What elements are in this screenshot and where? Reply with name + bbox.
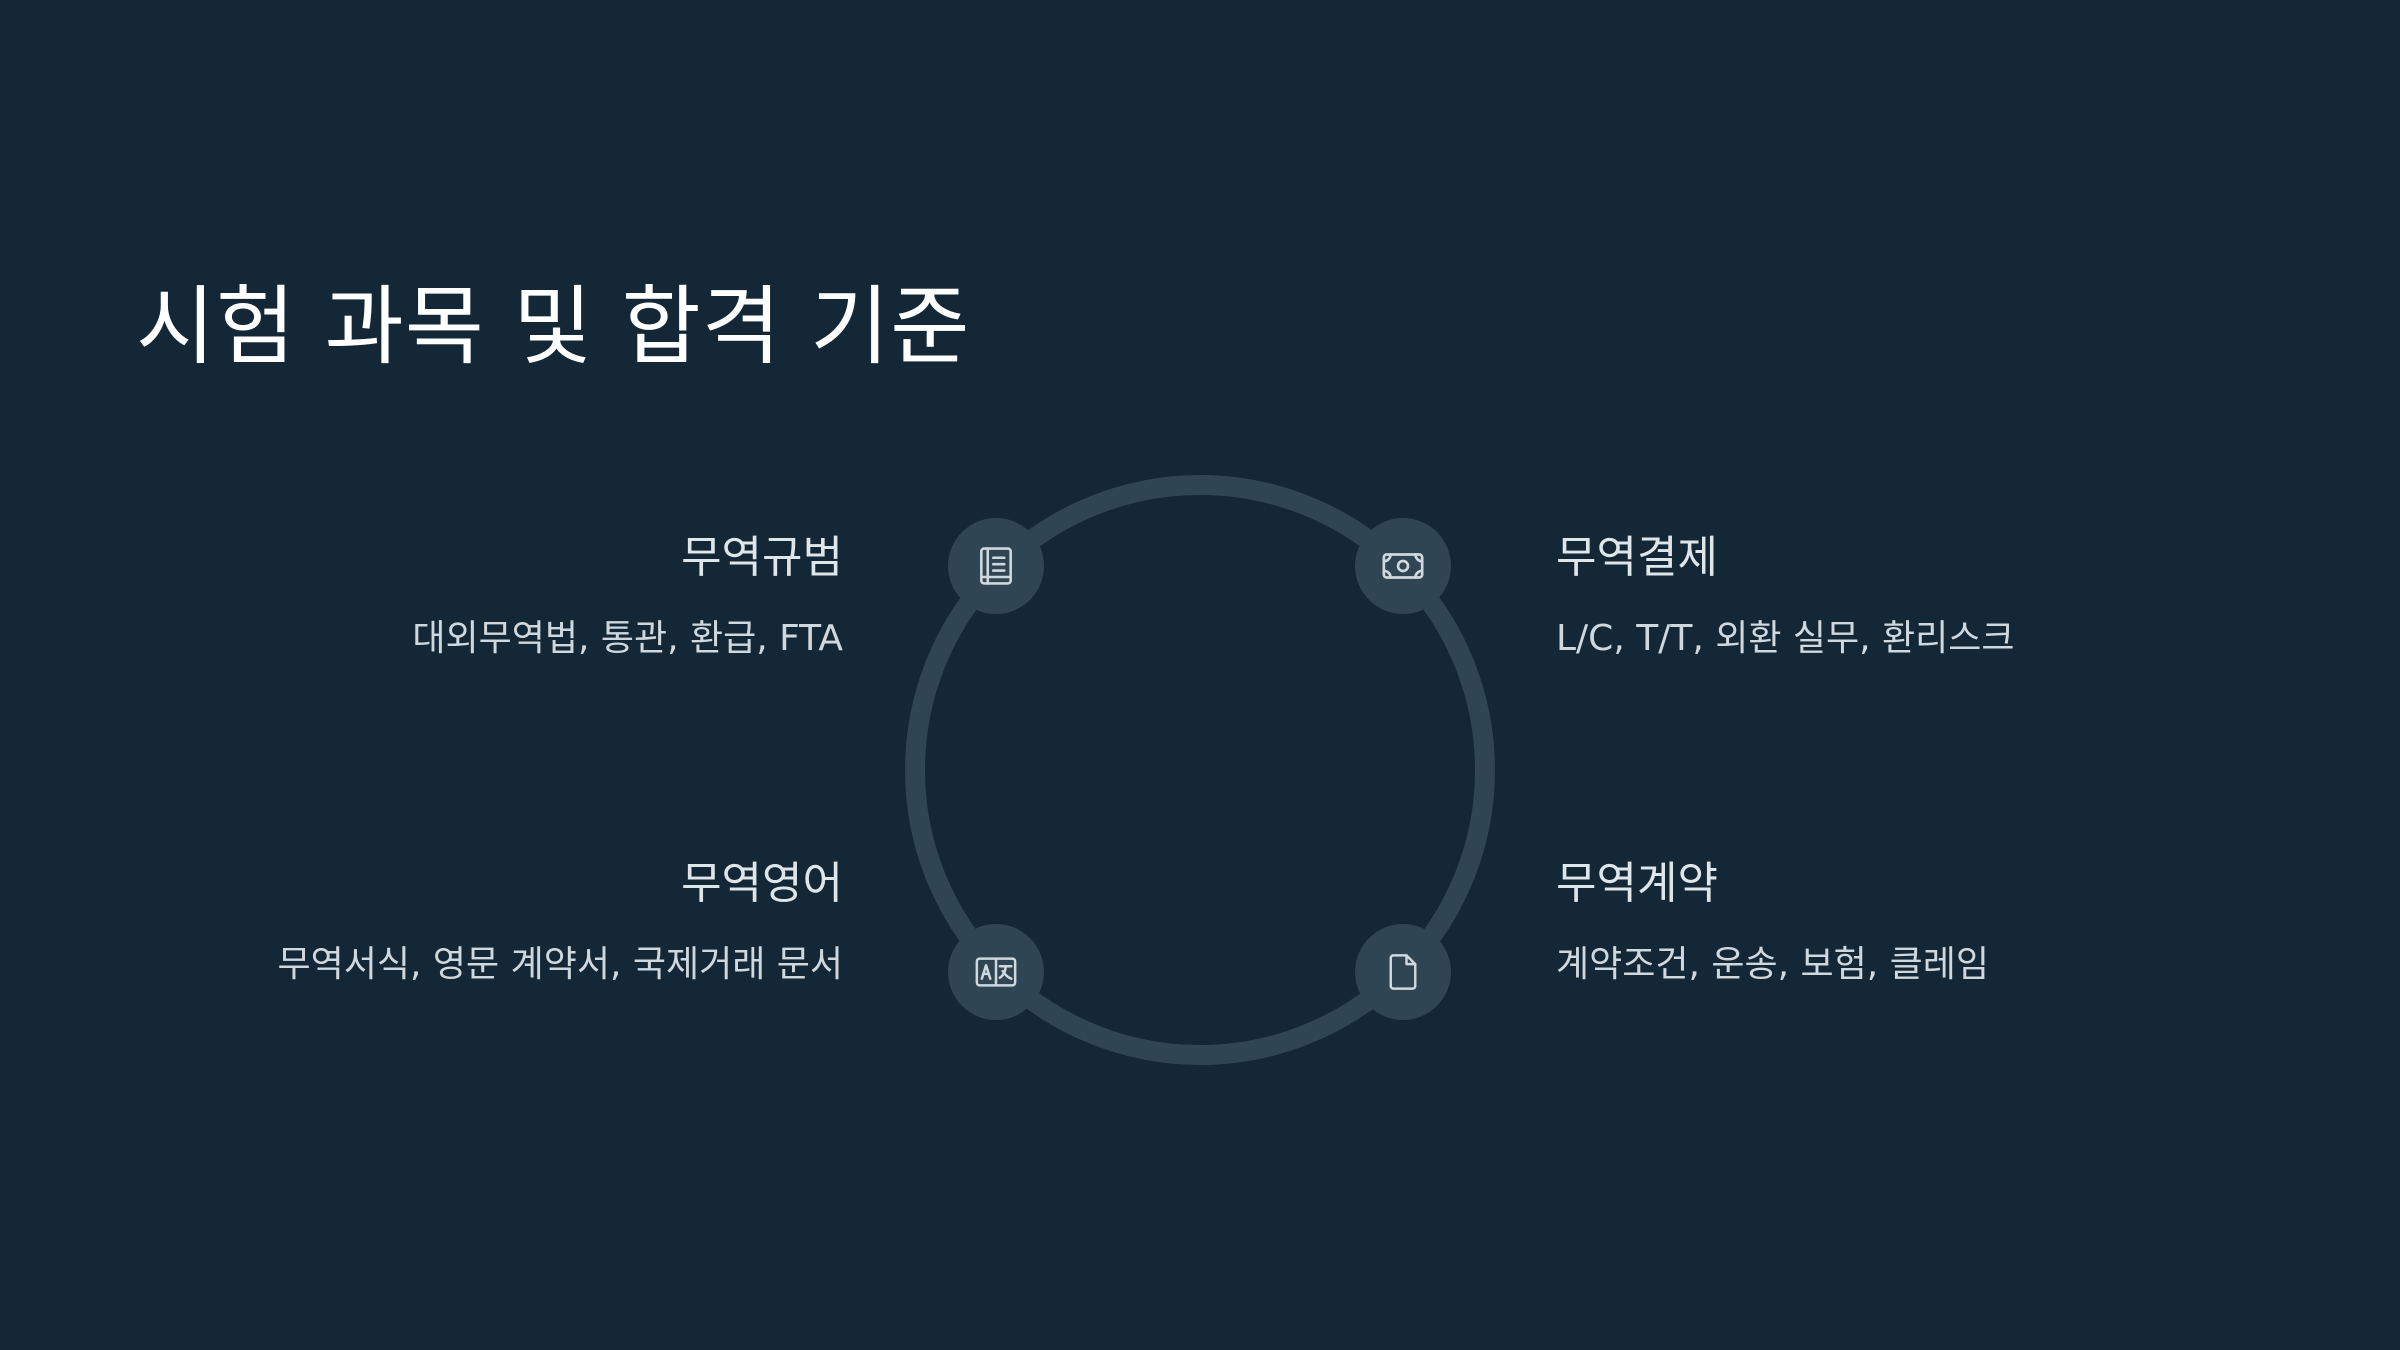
- subject-title: 무역영어: [681, 858, 843, 909]
- node-document: [1355, 924, 1451, 1020]
- subject-trade-regulations: 무역규범 대외무역법, 통관, 환급, FTA: [143, 532, 843, 660]
- subject-description: 계약조건, 운송, 보험, 클레임: [1556, 943, 1989, 985]
- subject-description: L/C, T/T, 외환 실무, 환리스크: [1556, 617, 2015, 659]
- book-icon: [974, 544, 1018, 588]
- subject-title: 무역규범: [681, 532, 843, 583]
- subject-description: 무역서식, 영문 계약서, 국제거래 문서: [277, 943, 843, 985]
- node-banknote: [1355, 518, 1451, 614]
- node-translate: [948, 924, 1044, 1020]
- ring-circle: [905, 475, 1495, 1065]
- document-icon: [1382, 951, 1424, 993]
- subject-description: 대외무역법, 통관, 환급, FTA: [412, 617, 843, 659]
- banknote-icon: [1380, 543, 1426, 589]
- slide-title: 시험 과목 및 합격 기준: [136, 277, 971, 377]
- node-book: [948, 518, 1044, 614]
- subject-title: 무역결제: [1556, 532, 1718, 583]
- subject-title: 무역계약: [1556, 858, 1718, 909]
- translate-icon: [973, 949, 1019, 995]
- subject-trade-payment: 무역결제 L/C, T/T, 외환 실무, 환리스크: [1556, 532, 2256, 660]
- subject-trade-english: 무역영어 무역서식, 영문 계약서, 국제거래 문서: [143, 858, 843, 986]
- subject-trade-contract: 무역계약 계약조건, 운송, 보험, 클레임: [1556, 858, 2256, 986]
